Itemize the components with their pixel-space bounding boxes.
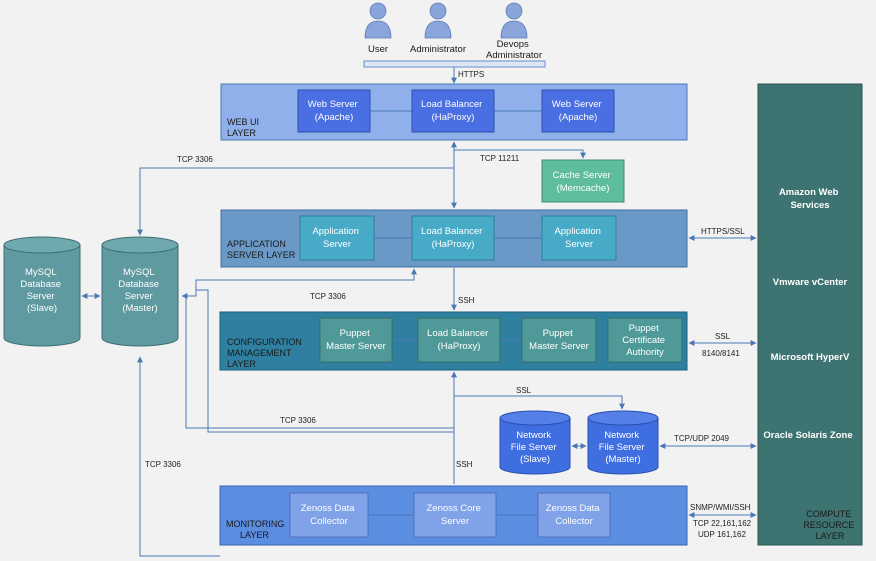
monitor-mysql-link xyxy=(137,356,220,557)
ssh-monitor-label: SSH xyxy=(456,460,473,469)
ports-config-label: 8140/8141 xyxy=(702,349,740,358)
application-server-right xyxy=(541,215,617,261)
puppet-master-left-label: Puppet Master Server xyxy=(326,328,386,352)
devops-administrator-icon xyxy=(500,2,528,39)
administrator-label: Administrator xyxy=(410,44,466,55)
https-label: HTTPS xyxy=(458,70,484,79)
user-icon xyxy=(364,2,392,39)
zenoss-core-label: Zenoss Core Server xyxy=(426,503,483,527)
puppet-certificate-authority xyxy=(607,317,683,363)
nfs-master-label: Network File Server (Master) xyxy=(599,430,648,465)
aws-label: Amazon Web Services xyxy=(779,187,841,211)
config-load-balancer xyxy=(417,317,501,363)
nfs-slave-label: Network File Server (Slave) xyxy=(511,430,560,465)
solaris-label: Oracle Solaris Zone xyxy=(763,430,852,441)
tcp-3306-mid-label: TCP 3306 xyxy=(310,292,346,301)
tcp-udp-2049-label: TCP/UDP 2049 xyxy=(674,434,730,443)
web-server-left-label: Web Server (Apache) xyxy=(308,99,361,123)
config-mysql-link xyxy=(185,296,454,429)
ssh-app-label: SSH xyxy=(458,296,475,305)
zenoss-collector-right-label: Zenoss Data Collector xyxy=(546,503,603,527)
app-load-balancer xyxy=(411,215,495,261)
puppet-master-server-right xyxy=(521,317,597,363)
web-load-balancer xyxy=(411,89,495,133)
mysql-slave-label: MySQL Database Server (Slave) xyxy=(20,267,63,314)
config-load-balancer-label: Load Balancer (HaProxy) xyxy=(427,328,491,352)
compute-resource-panel xyxy=(757,83,863,546)
vmware-label: Vmware vCenter xyxy=(773,277,848,288)
cache-server-label: Cache Server (Memcache) xyxy=(553,170,614,194)
hyperv-label: Microsoft HyperV xyxy=(771,352,850,363)
web-server-apache-right xyxy=(541,89,615,133)
tcp-3306-low-label: TCP 3306 xyxy=(280,416,316,425)
nfs-slave xyxy=(499,410,571,475)
web-load-balancer-label: Load Balancer (HaProxy) xyxy=(421,99,485,123)
puppet-master-server-left xyxy=(319,317,393,363)
tcp-ports-label: TCP 22,161,162 xyxy=(693,519,752,528)
compute-layer-label: COMPUTE RESOURCE LAYER xyxy=(803,509,857,541)
administrator-icon xyxy=(424,2,452,39)
devops-administrator-label: Devops Administrator xyxy=(486,39,542,61)
ssl-config-label: SSL xyxy=(715,332,731,341)
user-label: User xyxy=(368,44,388,55)
monitoring-layer-label: MONITORING LAYER xyxy=(226,519,287,540)
mysql-database-master xyxy=(101,236,179,347)
puppet-ca-label: Puppet Certificate Authority xyxy=(622,323,667,358)
nfs-master xyxy=(587,410,659,475)
https-ssl-label: HTTPS/SSL xyxy=(701,227,745,236)
zenoss-data-collector-left xyxy=(289,492,369,538)
puppet-master-right-label: Puppet Master Server xyxy=(529,328,589,352)
mysql-database-slave xyxy=(3,236,81,347)
application-server-left xyxy=(299,215,375,261)
tcp-3306-top-label: TCP 3306 xyxy=(177,155,213,164)
web-mysql-link xyxy=(137,167,454,236)
mysql-master-label: MySQL Database Server (Master) xyxy=(118,267,161,314)
snmp-label: SNMP/WMI/SSH xyxy=(690,503,751,512)
config-mysql-link-alt xyxy=(196,289,454,433)
web-ui-layer-label: WEB UI LAYER xyxy=(227,117,262,138)
application-server-right-label: Application Server xyxy=(554,226,603,250)
cache-link xyxy=(454,149,586,159)
ssl-nfs-label: SSL xyxy=(516,386,532,395)
nfs-ssl-link xyxy=(454,395,625,410)
app-load-balancer-label: Load Balancer (HaProxy) xyxy=(421,226,485,250)
configuration-layer-label: CONFIGURATION MANAGEMENT LAYER xyxy=(227,337,304,369)
web-server-right-label: Web Server (Apache) xyxy=(552,99,605,123)
application-server-left-label: Application Server xyxy=(312,226,361,250)
zenoss-collector-left-label: Zenoss Data Collector xyxy=(301,503,358,527)
udp-ports-label: UDP 161,162 xyxy=(698,530,746,539)
application-layer-label: APPLICATION SERVER LAYER xyxy=(227,239,296,260)
zenoss-data-collector-right xyxy=(537,492,611,538)
tcp-11211-label: TCP 11211 xyxy=(480,154,520,163)
cache-server-memcache xyxy=(541,159,625,203)
zenoss-core-server xyxy=(413,492,497,538)
app-mysql-link xyxy=(181,268,417,299)
tcp-3306-left-label: TCP 3306 xyxy=(145,460,181,469)
user-access-bar xyxy=(363,60,546,68)
web-server-apache-left xyxy=(297,89,371,133)
